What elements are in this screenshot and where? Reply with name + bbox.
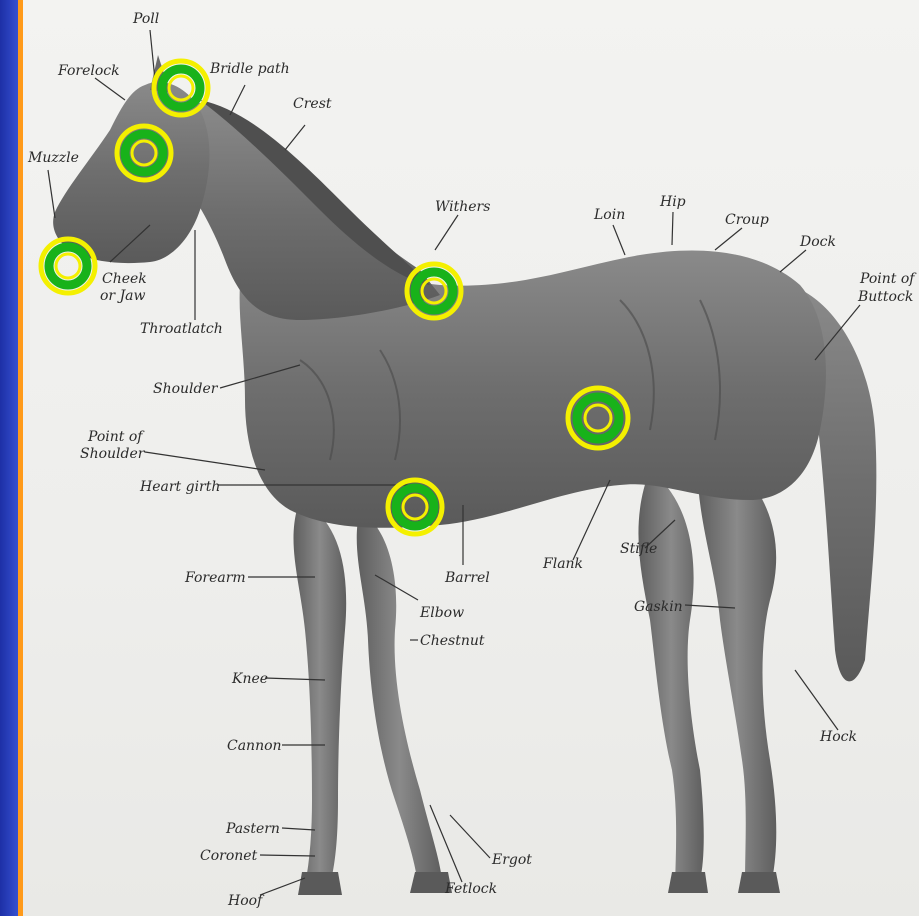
label-crest: Crest: [293, 96, 332, 112]
label-knee: Knee: [231, 671, 268, 687]
label-point-of-shoulder-line2: Shoulder: [80, 446, 146, 462]
horse-hind-leg-far: [638, 470, 703, 885]
label-muzzle: Muzzle: [27, 150, 79, 166]
label-dock: Dock: [799, 234, 836, 250]
label-croup: Croup: [725, 212, 769, 228]
label-withers: Withers: [435, 199, 490, 215]
label-point-of-buttock-line2: Buttock: [857, 289, 913, 305]
label-hoof: Hoof: [227, 893, 265, 909]
label-flank: Flank: [542, 556, 583, 572]
label-ergot: Ergot: [491, 852, 532, 868]
target-marker-bridle[interactable]: [154, 61, 208, 115]
horse-illustration: [53, 55, 876, 895]
label-cheek-line2: or Jaw: [100, 288, 146, 304]
label-barrel: Barrel: [444, 570, 490, 586]
label-cheek-line1: Cheek: [102, 271, 147, 287]
horse-hoof-hind-far: [668, 872, 708, 893]
label-fetlock: Fetlock: [444, 881, 497, 897]
label-cannon: Cannon: [227, 738, 282, 754]
label-throatlatch: Throatlatch: [140, 321, 223, 337]
label-poll: Poll: [132, 11, 159, 27]
label-loin: Loin: [593, 207, 625, 223]
label-gaskin: Gaskin: [634, 599, 683, 615]
label-hock: Hock: [819, 729, 857, 745]
horse-front-leg-far: [357, 510, 442, 885]
label-bridle-path: Bridle path: [209, 61, 290, 77]
label-shoulder: Shoulder: [153, 381, 219, 397]
label-chestnut: Chestnut: [420, 633, 485, 649]
horse-hind-leg-near: [698, 440, 777, 885]
horse-hoof-front-near: [298, 872, 342, 895]
label-forelock: Forelock: [57, 63, 120, 79]
label-elbow: Elbow: [419, 605, 464, 621]
label-hip: Hip: [659, 194, 686, 210]
label-point-of-buttock-line1: Point of: [859, 271, 917, 287]
label-pastern: Pastern: [225, 821, 280, 837]
label-forearm: Forearm: [184, 570, 246, 586]
horse-front-leg-near: [294, 500, 347, 885]
horse-hoof-hind-near: [738, 872, 780, 893]
target-marker-muzzle[interactable]: [41, 239, 95, 293]
label-point-of-shoulder-line1: Point of: [87, 429, 145, 445]
label-stifle: Stifle: [620, 541, 657, 557]
label-coronet: Coronet: [200, 848, 258, 864]
label-heart-girth: Heart girth: [139, 479, 220, 495]
